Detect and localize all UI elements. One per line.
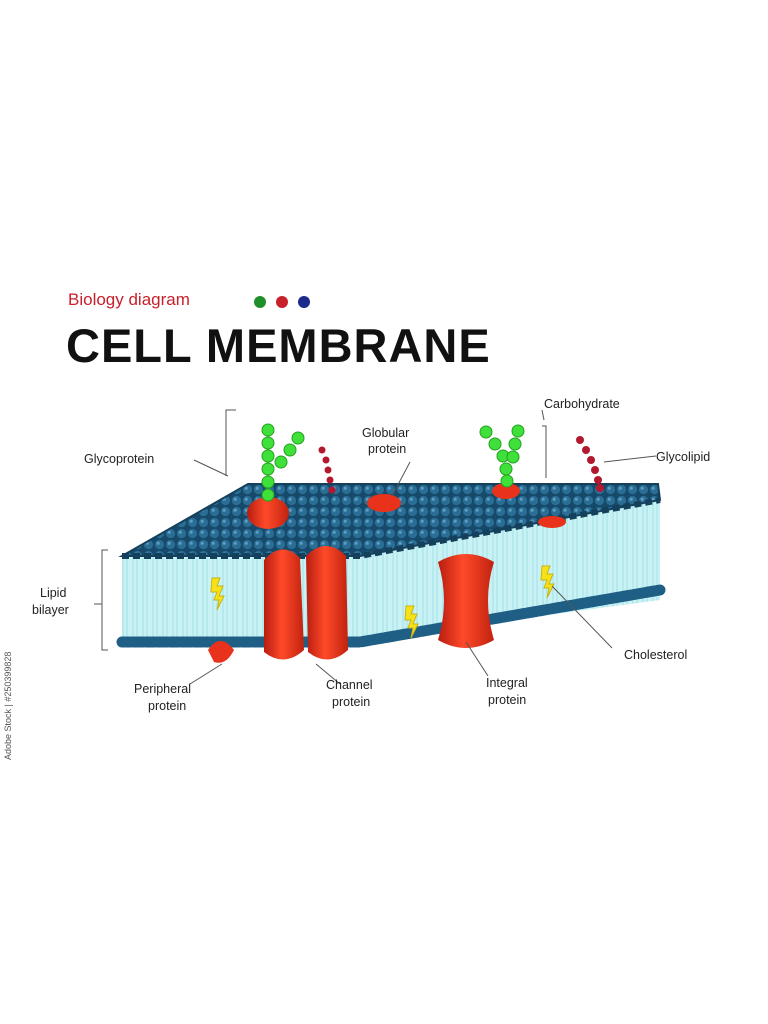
blue-dot-icon bbox=[298, 296, 310, 308]
label-globular-protein-line1: Globular bbox=[362, 426, 410, 440]
label-peripheral-protein-line1: Peripheral bbox=[134, 682, 191, 696]
label-lipid-bilayer-line2: bilayer bbox=[32, 603, 69, 617]
label-cholesterol: Cholesterol bbox=[624, 648, 688, 662]
peripheral-protein-shape bbox=[208, 641, 234, 663]
glycolipid-chains bbox=[318, 436, 604, 494]
channel-protein-shape bbox=[264, 546, 348, 660]
diagram-subtitle: Biology diagram bbox=[68, 290, 190, 309]
label-peripheral-protein-line2: protein bbox=[148, 699, 187, 713]
stock-watermark-text: Adobe Stock | #250399828 bbox=[3, 651, 13, 760]
diagram-title: CELL MEMBRANE bbox=[66, 319, 491, 372]
cholesterol-molecules bbox=[210, 565, 555, 639]
glycoprotein-chains bbox=[261, 423, 525, 502]
label-glycoprotein: Glycoprotein bbox=[84, 452, 155, 466]
globular-proteins bbox=[247, 483, 566, 529]
red-dot-icon bbox=[276, 296, 288, 308]
label-channel-protein-line2: protein bbox=[332, 695, 371, 709]
integral-protein-shape bbox=[438, 554, 494, 648]
label-integral-protein-line2: protein bbox=[488, 693, 527, 707]
label-globular-protein-line2: protein bbox=[368, 442, 407, 456]
label-channel-protein-line1: Channel bbox=[326, 678, 373, 692]
label-lipid-bilayer-line1: Lipid bbox=[40, 586, 67, 600]
lipid-tail-layer bbox=[122, 500, 660, 642]
label-leader-lines bbox=[94, 409, 657, 685]
green-dot-icon bbox=[254, 296, 266, 308]
label-carbohydrate: Carbohydrate bbox=[544, 397, 620, 411]
bottom-phospholipid-heads bbox=[116, 584, 666, 648]
label-integral-protein-line1: Integral bbox=[486, 676, 528, 690]
label-glycolipid: Glycolipid bbox=[656, 450, 711, 464]
